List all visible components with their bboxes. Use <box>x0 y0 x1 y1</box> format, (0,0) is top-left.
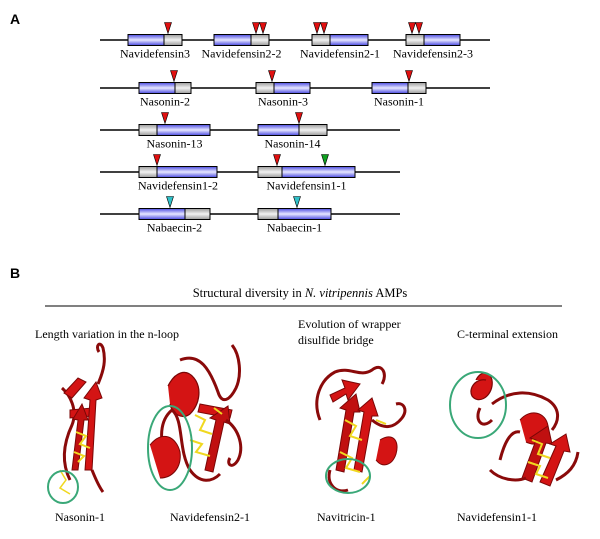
gene-block: Nabaecin-1 <box>257 196 332 235</box>
gene-block: Nasonin-14 <box>257 112 328 151</box>
exon-grey <box>138 124 158 136</box>
exon-blue <box>127 34 165 46</box>
exon-blue <box>277 208 332 220</box>
exon-blue <box>329 34 369 46</box>
gene-block: Navidefensin3 <box>120 22 190 61</box>
marker-red <box>161 112 169 125</box>
marker-red <box>313 22 321 35</box>
gene-label: Nasonin-3 <box>258 95 308 109</box>
gene-block: Navidefensin2-1 <box>300 22 380 61</box>
exon-grey <box>311 34 331 46</box>
structure-label-4: Navidefensin1-1 <box>457 510 537 524</box>
gene-block: Navidefensin1-2 <box>138 154 218 193</box>
marker-red <box>320 22 328 35</box>
marker-red <box>405 70 413 83</box>
exon-grey <box>257 166 283 178</box>
gene-label: Nasonin-13 <box>147 137 203 151</box>
exon-blue <box>156 124 211 136</box>
marker-red <box>252 22 260 35</box>
exon-grey <box>184 208 211 220</box>
gene-label: Nasonin-14 <box>265 137 321 151</box>
exon-blue <box>156 166 218 178</box>
exon-grey <box>405 34 425 46</box>
marker-red <box>273 154 281 167</box>
gene-block: Nasonin-13 <box>138 112 211 151</box>
title-prefix: Structural diversity in <box>193 286 305 300</box>
exon-blue <box>257 124 300 136</box>
exon-grey <box>255 82 275 94</box>
highlight-circle-2 <box>147 405 193 491</box>
panel-a-letter: A <box>10 11 20 27</box>
gene-label: Navidefensin2-1 <box>300 47 380 61</box>
gene-block: Nasonin-3 <box>255 70 311 109</box>
gene-label: Navidefensin2-2 <box>202 47 282 61</box>
exon-blue <box>138 208 186 220</box>
marker-cyan <box>293 196 301 209</box>
exon-blue <box>213 34 252 46</box>
subtitle-wrapper-line1: Evolution of wrapper <box>298 317 401 331</box>
structure-navidefensin1-1 <box>449 371 580 487</box>
marker-red <box>408 22 416 35</box>
exon-grey <box>298 124 328 136</box>
subtitle-length-variation: Length variation in the n-loop <box>35 327 179 341</box>
structure-navitricin-1 <box>315 365 407 494</box>
gene-block: Nabaecin-2 <box>138 196 211 235</box>
exon-grey <box>174 82 192 94</box>
structure-nasonin-1 <box>47 342 106 504</box>
exon-grey <box>250 34 270 46</box>
gene-label: Nabaecin-1 <box>267 221 322 235</box>
exon-blue <box>138 82 176 94</box>
gene-label: Nabaecin-2 <box>147 221 202 235</box>
exon-blue <box>273 82 311 94</box>
gene-label: Nasonin-2 <box>140 95 190 109</box>
gene-label: Navidefensin1-2 <box>138 179 218 193</box>
subtitle-c-terminal: C-terminal extension <box>457 327 558 341</box>
gene-label: Navidefensin2-3 <box>393 47 473 61</box>
title-species: N. vitripennis <box>304 286 373 300</box>
marker-red <box>170 70 178 83</box>
gene-label: Nasonin-1 <box>374 95 424 109</box>
structure-label-3: Navitricin-1 <box>317 510 376 524</box>
gene-block: Nasonin-1 <box>371 70 427 109</box>
exon-grey <box>163 34 183 46</box>
gene-block: Navidefensin2-3 <box>393 22 473 61</box>
marker-red <box>295 112 303 125</box>
exon-grey <box>257 208 279 220</box>
marker-red <box>259 22 267 35</box>
gene-label: Navidefensin1-1 <box>267 179 347 193</box>
exon-grey <box>407 82 427 94</box>
structure-navidefensin2-1 <box>147 344 243 491</box>
gene-label: Navidefensin3 <box>120 47 190 61</box>
gene-block: Navidefensin2-2 <box>202 22 282 61</box>
structure-label-2: Navidefensin2-1 <box>170 510 250 524</box>
highlight-circle-1 <box>47 470 79 504</box>
exon-blue <box>281 166 356 178</box>
exon-grey <box>138 166 158 178</box>
panel-b-title: Structural diversity in N. vitripennis A… <box>193 286 408 300</box>
exon-blue <box>371 82 409 94</box>
marker-red <box>164 22 172 35</box>
marker-red <box>268 70 276 83</box>
exon-blue <box>423 34 461 46</box>
marker-green <box>321 154 329 167</box>
marker-cyan <box>166 196 174 209</box>
panel-b-letter: B <box>10 265 20 281</box>
subtitle-wrapper-line2: disulfide bridge <box>298 333 374 347</box>
marker-red <box>415 22 423 35</box>
structure-label-1: Nasonin-1 <box>55 510 105 524</box>
title-suffix: AMPs <box>373 286 408 300</box>
marker-red <box>153 154 161 167</box>
gene-block: Nasonin-2 <box>138 70 192 109</box>
highlight-circle-3 <box>325 458 371 494</box>
highlight-circle-4 <box>449 371 507 439</box>
gene-block: Navidefensin1-1 <box>257 154 356 193</box>
